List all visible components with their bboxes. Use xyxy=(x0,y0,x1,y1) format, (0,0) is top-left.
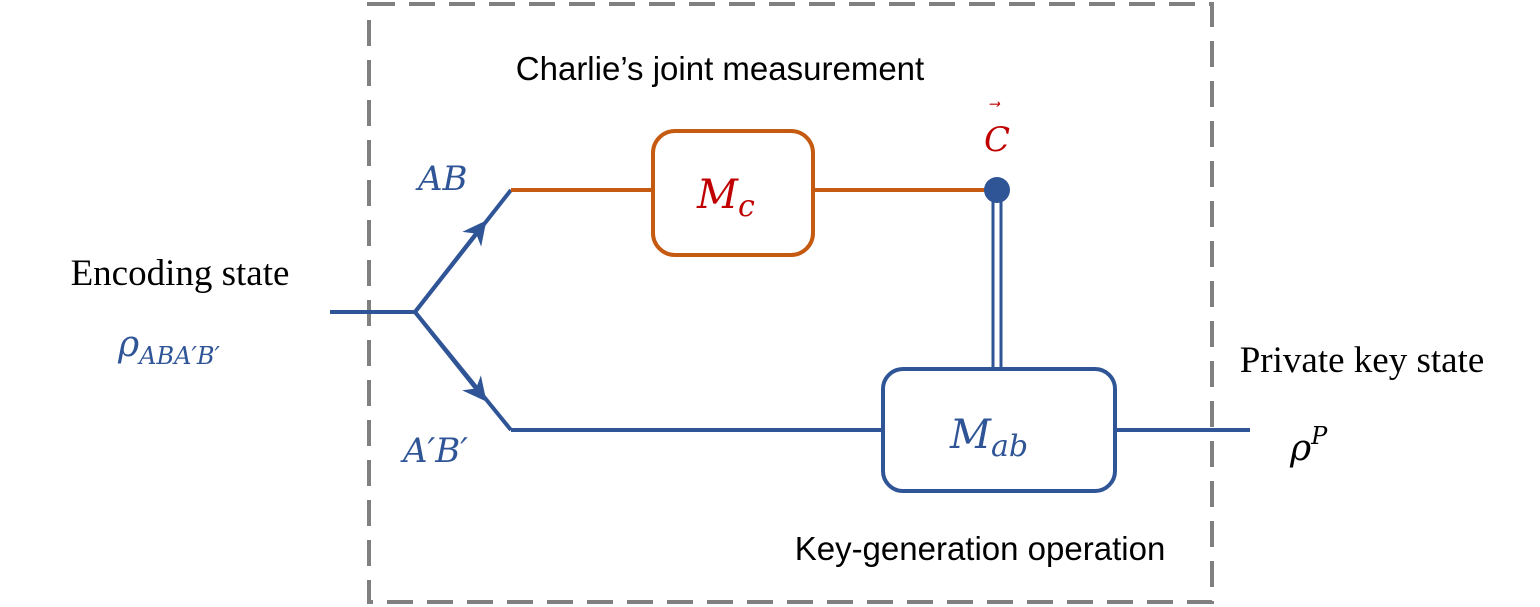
input-symbol: ρABA′B′ xyxy=(117,324,221,370)
lower-branch-arrow xyxy=(413,310,487,402)
input-symbol-main: ρ xyxy=(117,324,139,365)
input-title: Encoding state xyxy=(71,253,290,294)
lower-branch-label: A′B′ xyxy=(400,431,468,471)
output-symbol-main: ρ xyxy=(1289,428,1311,469)
measurement-dot xyxy=(984,177,1010,203)
c-vector-letter: C xyxy=(984,120,1010,160)
mc-label-main: M xyxy=(696,172,739,218)
bottom-box-title: Key-generation operation xyxy=(795,530,1166,567)
output-symbol-sup: P xyxy=(1310,422,1328,450)
upper-branch-label: AB xyxy=(415,159,468,199)
mc-box xyxy=(651,129,815,257)
output-title: Private key state xyxy=(1240,340,1485,381)
mc-label-sub: c xyxy=(738,189,755,224)
mab-label-main: M xyxy=(949,412,992,458)
upper-branch-arrow xyxy=(413,220,487,314)
mc-label: Mc xyxy=(696,172,755,224)
input-symbol-sub: ABA′B′ xyxy=(137,342,220,370)
c-vector-arrow: ⃗ xyxy=(989,101,1001,107)
dashed-boundary xyxy=(367,2,1214,604)
output-symbol: ρP xyxy=(1289,422,1328,469)
top-box-title: Charlie’s joint measurement xyxy=(516,50,924,87)
mab-label: Mab xyxy=(949,412,1028,464)
c-vector-label: C xyxy=(984,120,1010,160)
mab-label-sub: ab xyxy=(991,429,1028,464)
